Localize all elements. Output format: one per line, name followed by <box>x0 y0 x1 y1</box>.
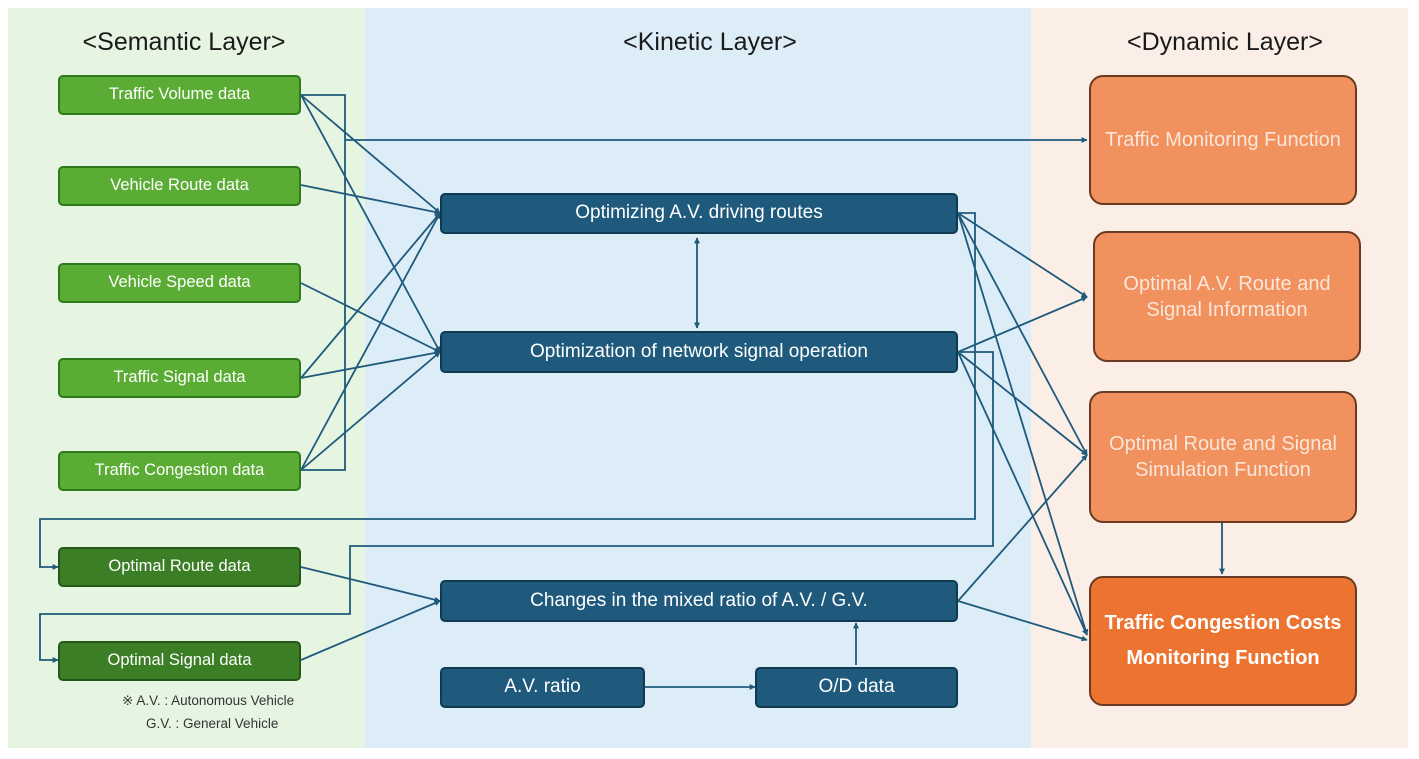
traffic-signal-data-box: Traffic Signal data <box>58 358 301 398</box>
optimizing-av-driving-routes-box: Optimizing A.V. driving routes <box>440 193 958 234</box>
arrow-speed-to-signalopt <box>300 282 441 353</box>
note-gv: G.V. : General Vehicle <box>146 716 279 731</box>
congestion-costs-monitoring-function-box: Traffic Congestion Costs Monitoring Func… <box>1089 576 1357 706</box>
arrow-signal-to-signalopt <box>300 350 441 379</box>
od-data-box: O/D data <box>755 667 958 708</box>
bus-connector <box>301 94 346 471</box>
dynamic-layer-title: <Dynamic Layer> <box>1127 28 1323 56</box>
arrow-signalopt-to-avinfo <box>957 296 1088 353</box>
traffic-congestion-data-box: Traffic Congestion data <box>58 451 301 491</box>
arrow-routes-to-avinfo <box>957 212 1088 298</box>
semantic-layer-title: <Semantic Layer> <box>82 28 286 56</box>
arrow-signal-to-routes <box>300 212 441 379</box>
kinetic-layer-title: <Kinetic Layer> <box>623 28 797 56</box>
arrow-optsignal-to-mixed <box>300 600 441 661</box>
traffic-volume-data-box: Traffic Volume data <box>58 75 301 115</box>
arrow-optroute-to-mixed <box>300 566 441 603</box>
arrow-feedback-optimal-signal <box>39 351 994 663</box>
arrow-routes-to-costs <box>957 212 1089 636</box>
optimization-network-signal-box: Optimization of network signal operation <box>440 331 958 373</box>
arrow-mixed-to-costs <box>957 600 1088 642</box>
traffic-monitoring-function-box: Traffic Monitoring Function <box>1089 75 1357 205</box>
optimal-signal-data-box: Optimal Signal data <box>58 641 301 681</box>
vehicle-route-data-box: Vehicle Route data <box>58 166 301 206</box>
note-av: ※ A.V. : Autonomous Vehicle <box>122 693 295 708</box>
route-signal-simulation-function-box: Optimal Route and Signal Simulation Func… <box>1089 391 1357 523</box>
arrow-route-to-routes <box>300 184 441 215</box>
optimal-route-data-box: Optimal Route data <box>58 547 301 587</box>
arrow-volume-to-routes <box>300 94 441 214</box>
arrow-volume-to-signalopt <box>300 94 441 353</box>
arrow-mixed-to-simulation <box>957 454 1088 602</box>
optimal-av-route-signal-info-box: Optimal A.V. Route and Signal Informatio… <box>1093 231 1361 362</box>
arrow-congestion-to-signalopt <box>300 351 441 471</box>
arrow-signalopt-to-simulation <box>957 351 1088 456</box>
vehicle-speed-data-box: Vehicle Speed data <box>58 263 301 303</box>
arrow-feedback-optimal-route <box>39 212 976 570</box>
kinetic-layer-panel <box>365 8 1031 748</box>
arrow-congestion-to-routes <box>300 212 441 471</box>
av-ratio-box: A.V. ratio <box>440 667 645 708</box>
mixed-ratio-box: Changes in the mixed ratio of A.V. / G.V… <box>440 580 958 622</box>
arrow-signalopt-to-costs <box>957 351 1088 636</box>
arrow-routes-to-simulation <box>957 212 1088 456</box>
